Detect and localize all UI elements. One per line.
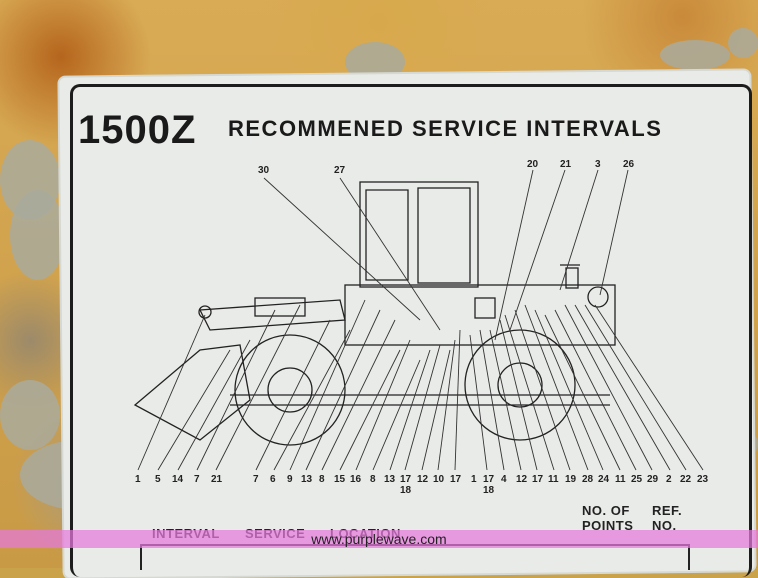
callout-number: 17 [450,474,462,485]
callout-number: 12 [417,474,429,485]
callout-number: 8 [370,474,376,485]
callout-number: 25 [631,474,643,485]
decal-border [70,84,752,577]
callout-number: 2 [666,474,672,485]
callout-number: 20 [527,159,539,170]
callout-number: 1 [135,474,141,485]
callout-number: 11 [548,474,559,485]
callout-number: 1 [471,474,477,485]
callout-number: 17 [400,474,412,485]
lichen-patch [10,190,65,280]
callout-number: 17 [483,474,495,485]
decal-title: RECOMMENED SERVICE INTERVALS [228,116,663,141]
header-ref-no: REF. NO. [652,503,683,533]
callout-number: 17 [532,474,544,485]
callout-number: 18 [400,485,412,496]
callout-number: 3 [595,159,601,170]
callout-number: 13 [301,474,313,485]
callout-number: 7 [253,474,259,485]
callout-number: 6 [270,474,276,485]
callout-number: 15 [334,474,346,485]
header-no-of-points: NO. OF POINTS [582,503,634,533]
callout-number: 9 [287,474,293,485]
callout-number: 13 [384,474,396,485]
callout-number: 16 [350,474,362,485]
callout-number: 30 [258,165,270,176]
lichen-patch [660,40,730,70]
callout-number: 4 [501,474,507,485]
callout-number: 14 [172,474,184,485]
callout-number: 5 [155,474,161,485]
callout-number: 8 [319,474,325,485]
callout-number: 26 [623,159,635,170]
callout-number: 28 [582,474,594,485]
callout-number: 29 [647,474,659,485]
callout-number: 21 [211,474,223,485]
callout-number: 18 [483,485,495,496]
callout-number: 23 [697,474,709,485]
watermark-band [0,530,758,548]
watermark-text: www.purplewave.com [311,531,447,547]
model-number: 1500Z [78,108,197,152]
callout-number: 22 [680,474,692,485]
callout-number: 7 [194,474,200,485]
callout-number: 11 [615,474,626,485]
lichen-patch [0,380,60,450]
lichen-patch [728,28,758,58]
callout-number: 12 [516,474,528,485]
callout-number: 24 [598,474,610,485]
callout-number: 19 [565,474,577,485]
callout-number: 10 [433,474,445,485]
callout-number: 21 [560,159,572,170]
callout-number: 27 [334,165,346,176]
